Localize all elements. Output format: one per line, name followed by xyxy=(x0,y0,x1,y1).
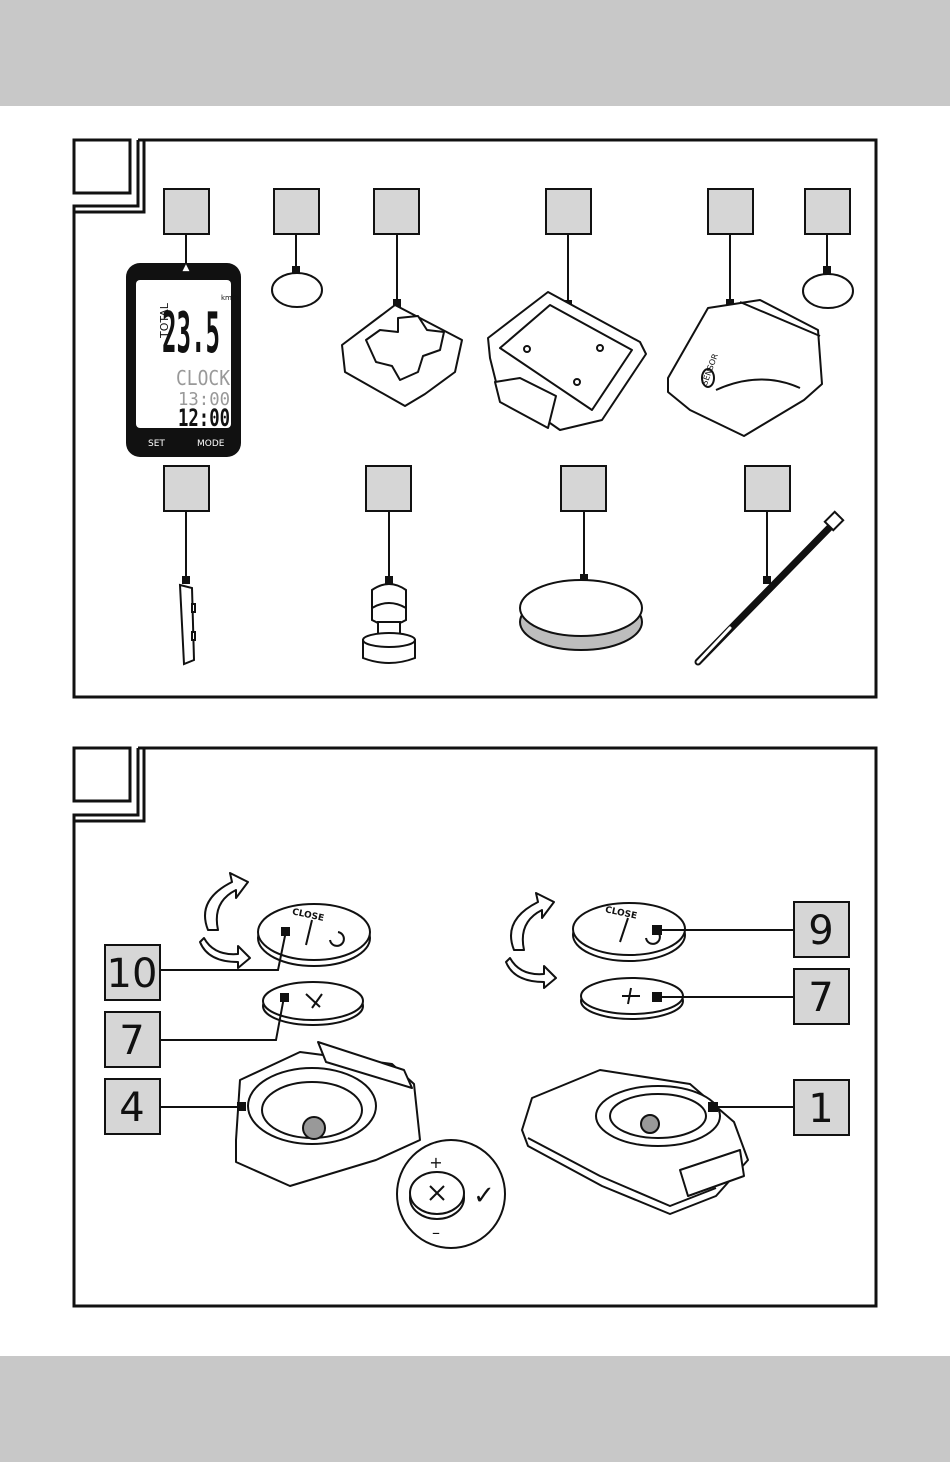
computer-back-illustration xyxy=(522,1070,748,1214)
polarity-check-icon: + – ✓ xyxy=(397,1140,505,1248)
spoke-magnet-illustration xyxy=(363,584,415,663)
battery-cell-icon xyxy=(272,273,322,307)
label-1: 1 xyxy=(808,1086,833,1132)
slim-magnet-illustration xyxy=(180,585,195,664)
rubber-pad-illustration xyxy=(342,305,462,406)
display-speed-unit: km/h xyxy=(221,294,239,302)
button-mode-label: MODE xyxy=(197,439,225,449)
battery-cell-icon xyxy=(803,274,853,308)
label-box-pad xyxy=(374,189,419,234)
disc-illustration xyxy=(520,580,642,650)
check-icon: ✓ xyxy=(473,1181,495,1211)
label-box-cell-a xyxy=(274,189,319,234)
label-10: 10 xyxy=(107,951,158,997)
display-speed: 23.5 xyxy=(162,301,220,366)
sensor-base-illustration xyxy=(236,1042,420,1186)
label-box-cell-b xyxy=(805,189,850,234)
polarity-minus: – xyxy=(432,1223,440,1242)
battery-illustration xyxy=(581,978,683,1019)
polarity-plus: + xyxy=(429,1153,442,1172)
label-box-magnet xyxy=(164,466,209,511)
speed-sensor-illustration: SENSOR xyxy=(668,300,822,436)
button-set-label: SET xyxy=(148,439,165,449)
label-7-right: 7 xyxy=(808,975,833,1021)
figure-b-panel: CLOSE + – ✓ xyxy=(74,748,876,1306)
rotate-arrow-icon xyxy=(506,893,556,988)
rotate-arrow-icon xyxy=(200,873,250,968)
label-box-bracket xyxy=(546,189,591,234)
figure-a-panel: ▲ TOTAL 23.5 km/h CLOCK 13:00 12:00 SET … xyxy=(74,140,876,697)
figure-b-index-box xyxy=(74,748,130,801)
label-7-left: 7 xyxy=(119,1018,144,1064)
label-box-disc xyxy=(561,466,606,511)
svg-text:▲: ▲ xyxy=(183,263,190,273)
battery-cover-illustration: CLOSE xyxy=(258,904,370,966)
label-4: 4 xyxy=(119,1085,144,1131)
bike-computer-illustration: ▲ TOTAL 23.5 km/h CLOCK 13:00 12:00 SET … xyxy=(126,263,241,457)
label-box-computer xyxy=(164,189,209,234)
label-box-spoke-magnet xyxy=(366,466,411,511)
display-mode: CLOCK xyxy=(176,366,230,390)
label-box-cable-tie xyxy=(745,466,790,511)
figure-a-index-box xyxy=(74,140,130,193)
cable-tie-illustration xyxy=(698,512,843,662)
display-time-bottom: 12:00 xyxy=(178,404,230,432)
label-9: 9 xyxy=(808,908,833,954)
label-box-sensor xyxy=(708,189,753,234)
battery-cover-illustration: CLOSE xyxy=(573,903,685,961)
handlebar-bracket-illustration xyxy=(488,292,646,430)
battery-illustration xyxy=(263,982,363,1025)
